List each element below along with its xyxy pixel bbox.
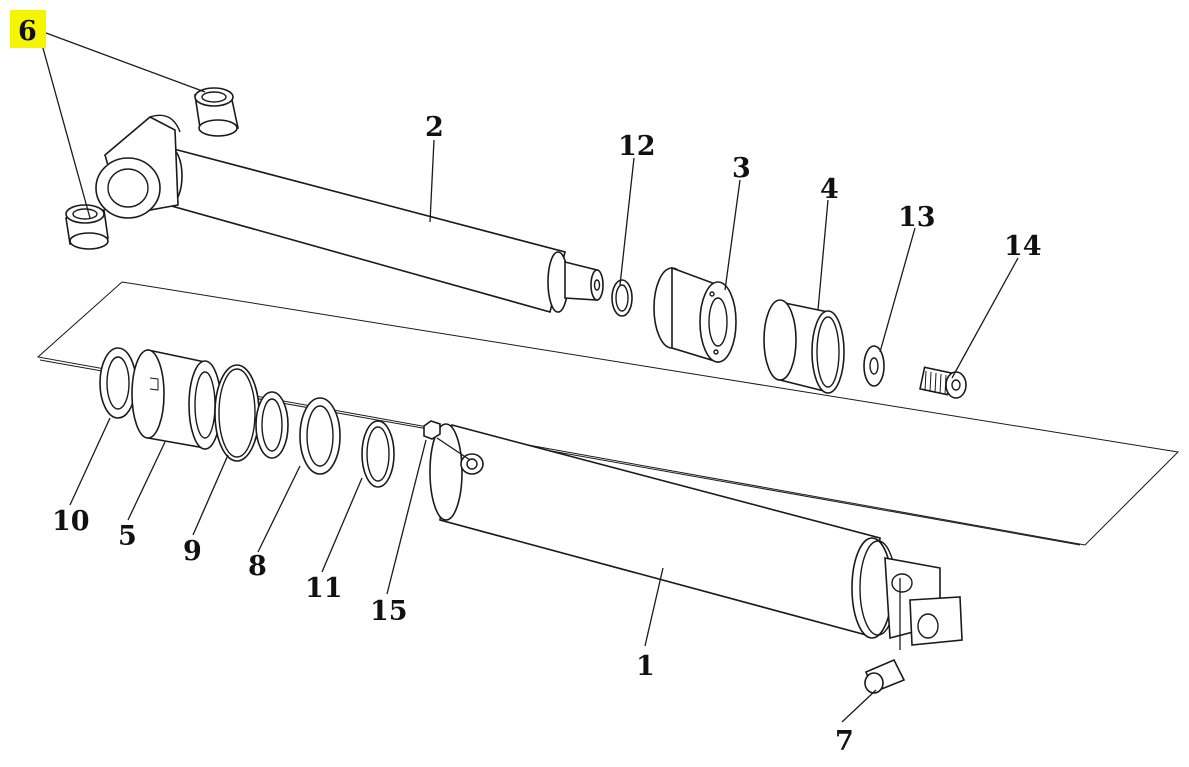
callout-12: 12 (618, 131, 656, 162)
section-plane (36, 281, 1180, 546)
callout-11: 11 (305, 573, 343, 604)
part-2-rod-assembly (95, 114, 604, 313)
part-4-sleeve (763, 299, 845, 394)
callout-3: 3 (732, 153, 751, 184)
part-10-seal-ring (99, 347, 137, 419)
callout-5: 5 (118, 521, 137, 552)
part-6-bushings (65, 87, 239, 250)
callout-10: 10 (52, 506, 90, 537)
part-12-o-ring (611, 279, 633, 317)
leader-lines (37, 29, 1019, 723)
part-13-washer (863, 345, 885, 387)
part-15-plug (423, 420, 441, 440)
callout-1: 1 (636, 651, 655, 682)
callout-2: 2 (425, 112, 444, 143)
part-7-pin (864, 658, 906, 694)
callout-14: 14 (1004, 231, 1042, 262)
part-1-cylinder-barrel (429, 423, 963, 646)
callout-6-highlight (10, 10, 46, 48)
part-9-o-ring (214, 364, 260, 462)
part-14-bolt (919, 366, 967, 399)
part-11-retaining-ring (361, 420, 395, 488)
callout-15: 15 (370, 596, 408, 627)
callout-6: 6 (18, 16, 37, 47)
part-5-gland (131, 349, 222, 450)
callout-9: 9 (183, 536, 202, 567)
callout-4: 4 (820, 174, 839, 205)
callout-13: 13 (898, 202, 936, 233)
callout-7: 7 (835, 726, 854, 757)
callout-8: 8 (248, 551, 267, 582)
part-8-ring (255, 391, 341, 475)
part-3-piston (653, 266, 737, 364)
